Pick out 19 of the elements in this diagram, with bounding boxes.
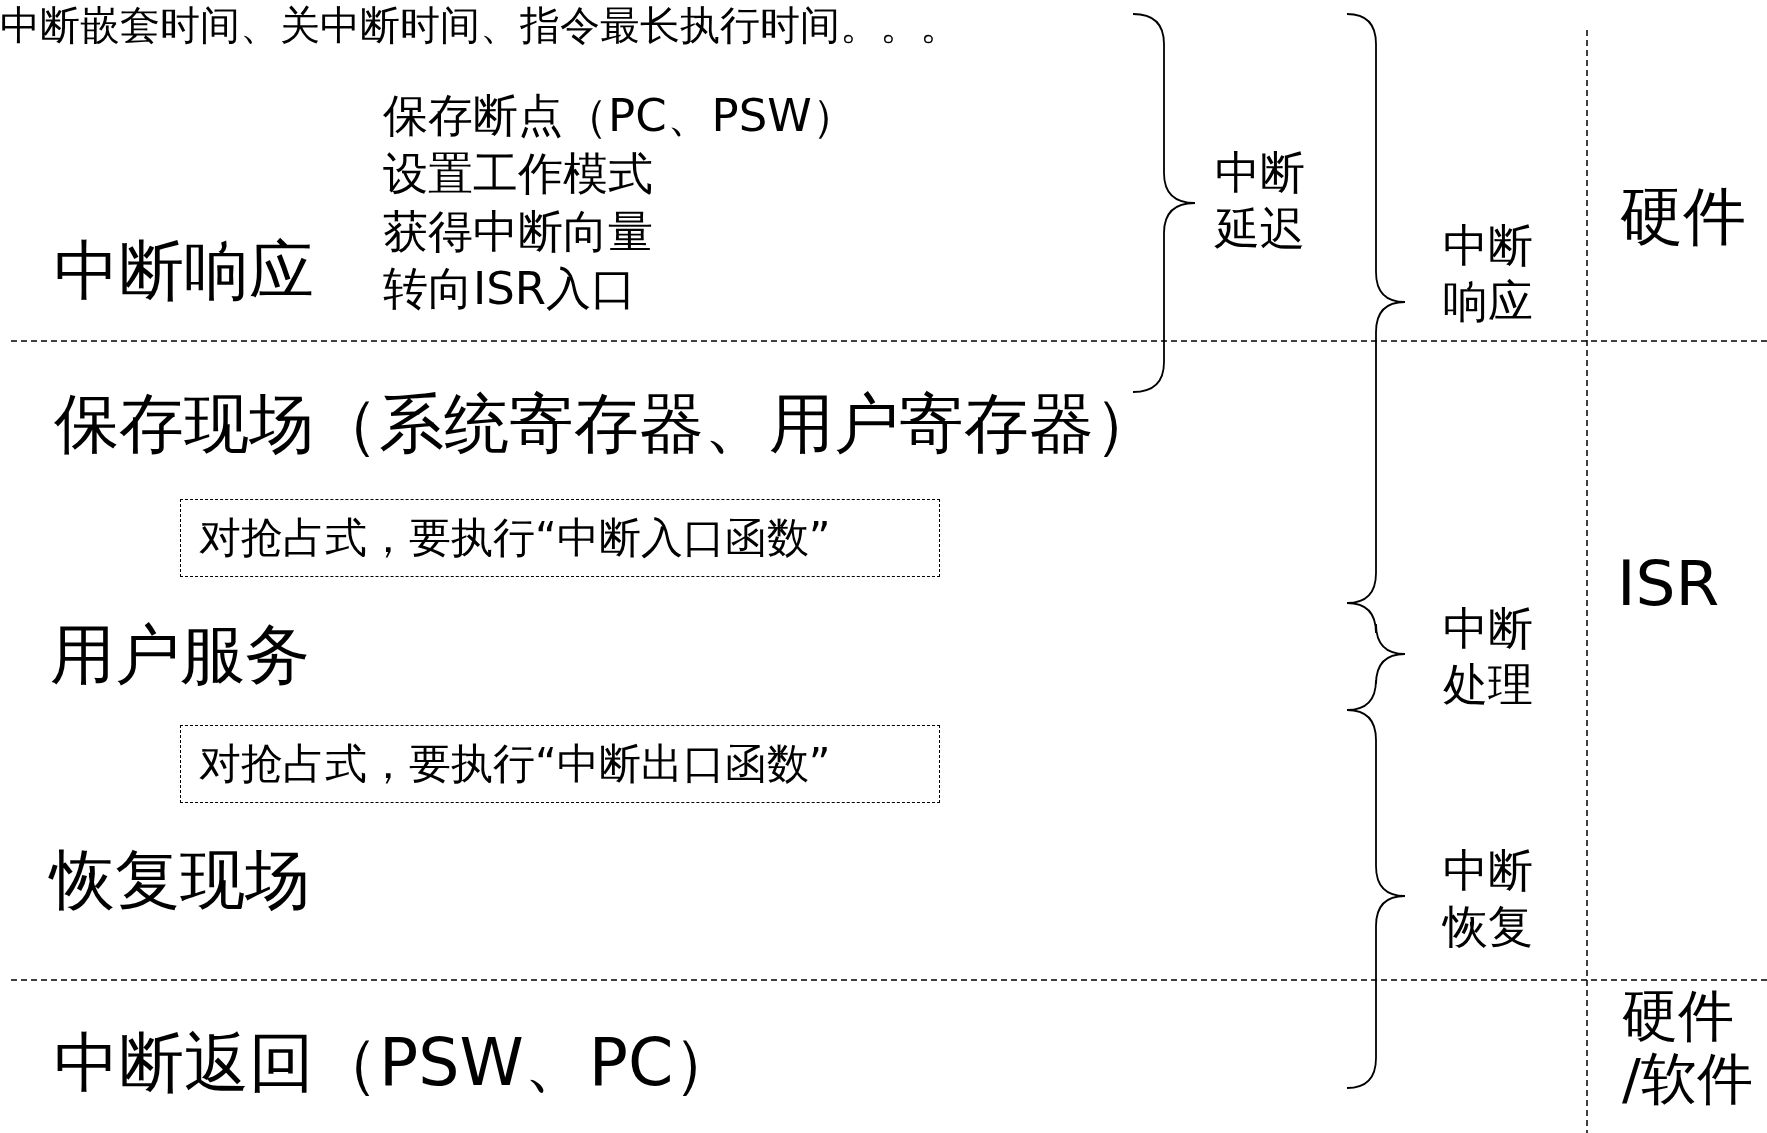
step-text: 保存断点（PC、PSW） <box>383 88 857 144</box>
stage-heading: 中断响应 <box>54 232 314 310</box>
stage-heading: 恢复现场 <box>50 841 310 919</box>
note-box: 对抢占式，要执行“中断出口函数” <box>180 725 940 803</box>
stage-heading: 用户服务 <box>50 616 310 694</box>
stage-heading: 保存现场（系统寄存器、用户寄存器） <box>54 385 1159 463</box>
step-text: 设置工作模式 <box>383 146 653 202</box>
step-text: 获得中断向量 <box>383 204 653 260</box>
step-text: 转向ISR入口 <box>383 261 637 317</box>
brace-label: 中断延迟 <box>1215 145 1305 258</box>
brace-label: 中断处理 <box>1443 601 1533 714</box>
brace-label: 中断恢复 <box>1443 843 1533 956</box>
category-text: 硬件 <box>1620 179 1746 255</box>
category-text: ISR <box>1617 546 1720 622</box>
stage-heading: 中断返回（PSW、PC） <box>54 1024 739 1102</box>
brace-label: 中断响应 <box>1443 218 1533 331</box>
category-text: 硬件/软件 <box>1622 985 1753 1111</box>
note-box: 对抢占式，要执行“中断入口函数” <box>180 499 940 577</box>
note-text: 中断嵌套时间、关中断时间、指令最长执行时间。。。 <box>0 1 960 50</box>
